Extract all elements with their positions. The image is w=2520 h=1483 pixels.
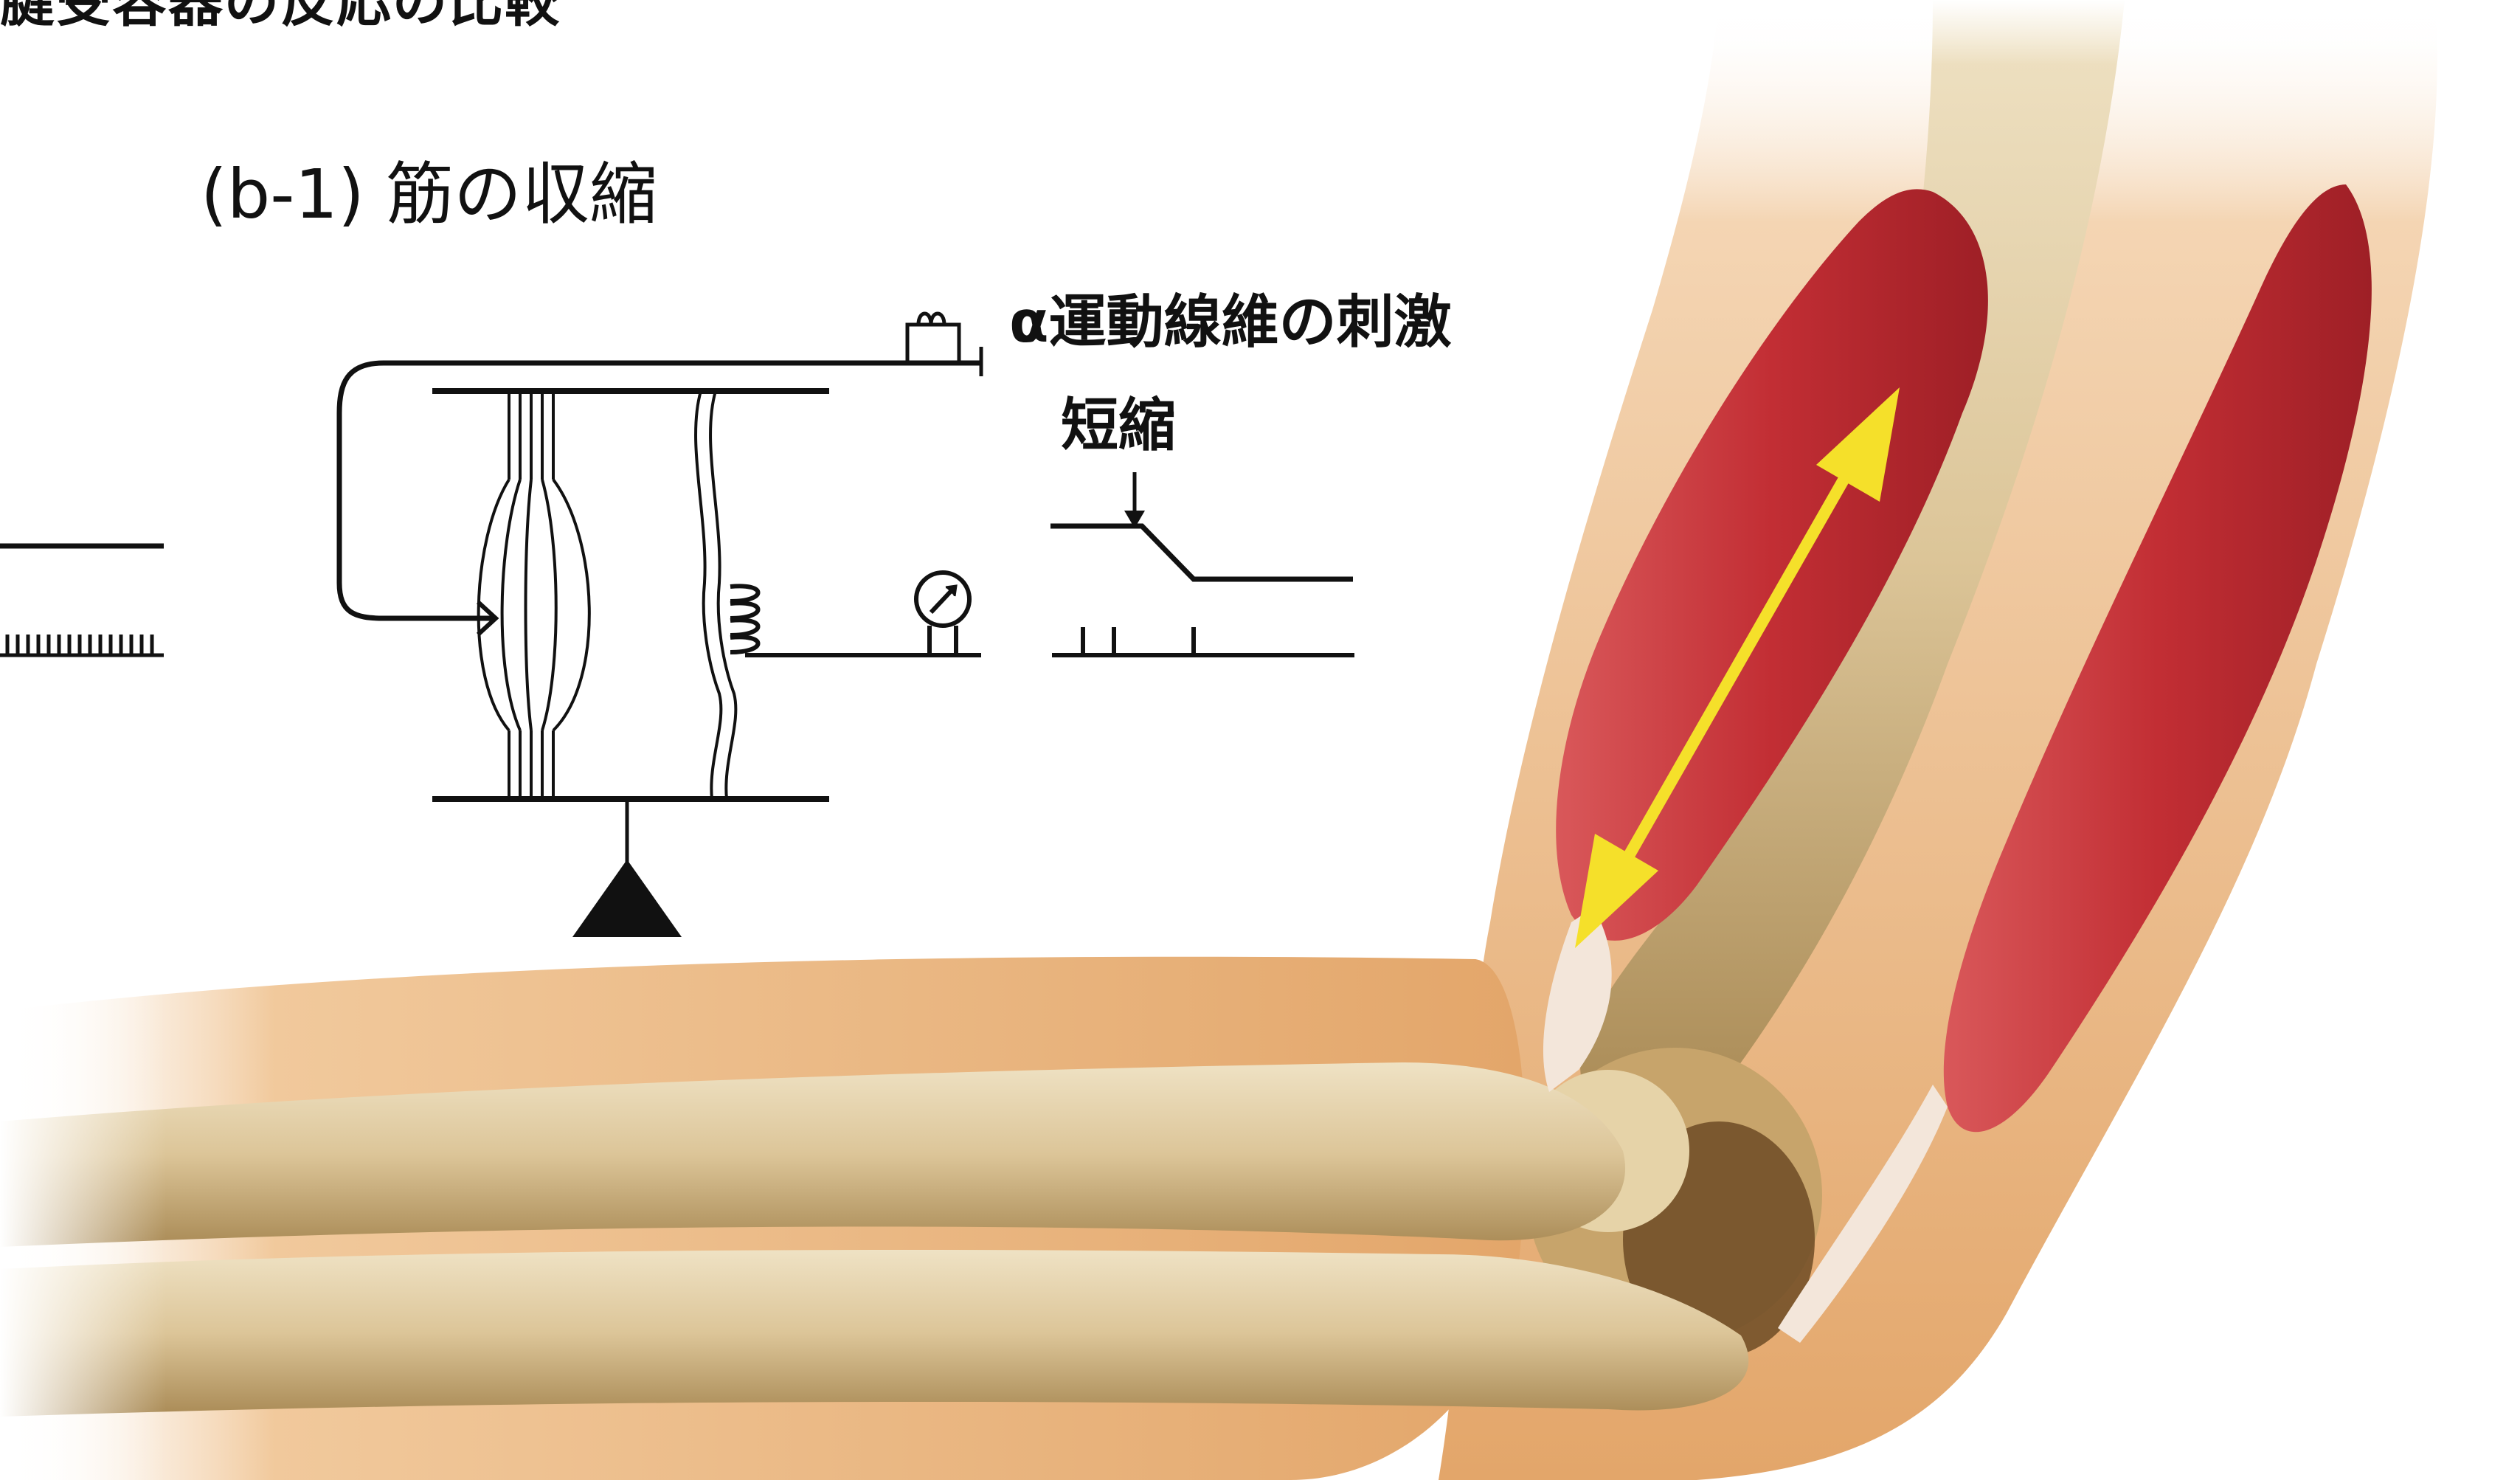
stimulus-label: α運動線維の刺激 [1009, 294, 1452, 351]
header-title: 腱受容器の反応の比較 [0, 0, 561, 30]
panel-label: (b-1) 筋の収縮 [201, 161, 657, 229]
electrode-icon [907, 314, 981, 376]
galvanometer-icon [916, 573, 969, 655]
shortening-trace [1050, 526, 1353, 579]
bone-left-fade [0, 944, 664, 1480]
stimulation-wire [339, 363, 981, 618]
receptor-coil [730, 586, 758, 652]
muscle-fiber [479, 391, 589, 799]
receptor-spikes [1052, 627, 1354, 655]
left-spike-train [0, 635, 164, 655]
tendon-strand [696, 391, 735, 799]
triangle-support-icon [572, 860, 682, 937]
shortening-label: 短縮 [1061, 397, 1176, 454]
top-fade [1623, 0, 2520, 295]
